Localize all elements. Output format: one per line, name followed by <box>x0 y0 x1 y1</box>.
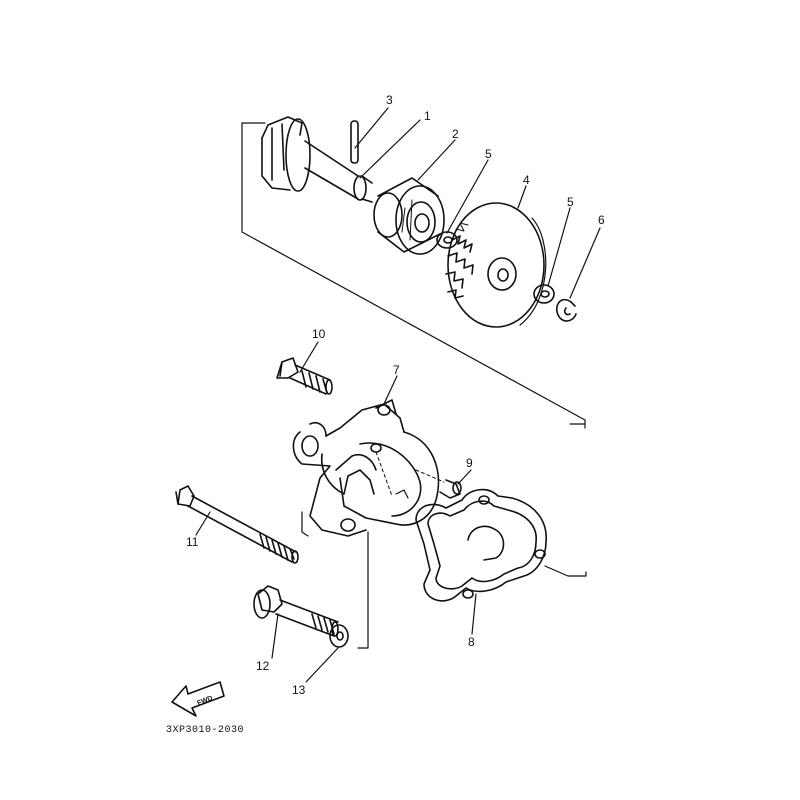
bolt-10 <box>276 357 333 395</box>
bearing-2 <box>373 177 445 255</box>
diagram-code: 3XP3010-2030 <box>166 725 244 736</box>
dowel-pin-9 <box>415 469 462 499</box>
gear-4 <box>445 202 547 328</box>
circlip-6 <box>555 298 577 322</box>
callout-8: 8 <box>468 635 475 649</box>
fwd-label: FWD <box>196 695 213 707</box>
alignment-bracket-bottom <box>301 511 587 649</box>
callout-11: 11 <box>186 535 199 549</box>
callout-4: 4 <box>523 173 530 187</box>
callout-5-right: 5 <box>567 195 574 209</box>
washer-13 <box>329 624 349 648</box>
callout-9: 9 <box>466 456 473 470</box>
callout-5-left: 5 <box>485 147 492 161</box>
callout-leaders <box>195 107 601 683</box>
fwd-arrow-icon <box>171 681 225 717</box>
callout-12: 12 <box>256 659 270 673</box>
pin-3 <box>350 120 359 164</box>
pump-housing-7 <box>292 399 440 537</box>
gasket-8 <box>415 488 547 602</box>
impeller-shaft <box>261 116 373 203</box>
callout-2: 2 <box>452 127 459 141</box>
flange-bolt-12 <box>253 585 339 637</box>
callout-labels: 1 2 3 4 5 5 6 7 8 9 10 11 12 13 <box>186 93 605 697</box>
callout-10: 10 <box>312 327 326 341</box>
callout-13: 13 <box>292 683 306 697</box>
long-bolt-11 <box>175 485 299 564</box>
washer-5-right <box>533 284 555 304</box>
callout-1: 1 <box>424 109 431 123</box>
callout-6: 6 <box>598 213 605 227</box>
callout-7: 7 <box>393 363 400 377</box>
alignment-bracket-top <box>241 122 586 429</box>
callout-3: 3 <box>386 93 393 107</box>
